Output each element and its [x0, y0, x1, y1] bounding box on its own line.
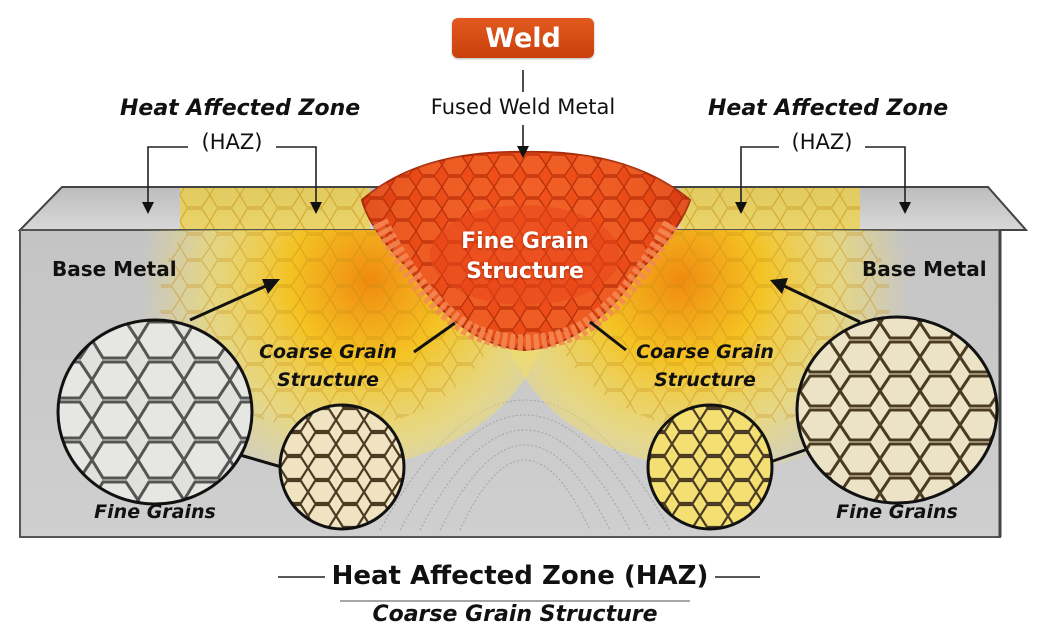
weld-badge: Weld	[452, 18, 594, 58]
footer-title: Heat Affected Zone (HAZ)	[331, 561, 709, 591]
base-metal-right-label: Base Metal	[862, 257, 987, 281]
fine-grains-left-label: Fine Grains	[94, 501, 216, 523]
fine-grains-right-label: Fine Grains	[836, 501, 958, 523]
coarse-grain-left-line1: Coarse Grain	[259, 341, 397, 363]
micrograph-right-base	[795, 315, 999, 505]
haz-right-abbr: (HAZ)	[791, 130, 853, 154]
micrograph-left-base	[56, 318, 254, 506]
micrograph-right-haz	[646, 403, 774, 531]
haz-right-title: Heat Affected Zone	[708, 96, 949, 121]
haz-left-abbr: (HAZ)	[201, 130, 263, 154]
haz-left-title: Heat Affected Zone	[120, 96, 361, 121]
base-metal-left-label: Base Metal	[52, 257, 177, 281]
fused-weld-metal-label: Fused Weld Metal	[430, 95, 616, 119]
coarse-grain-right-line2: Structure	[654, 369, 756, 391]
weld-fine-grain-line1: Fine Grain	[461, 229, 589, 254]
micrograph-left-haz	[278, 403, 406, 531]
weld-fine-grain-line2: Structure	[466, 259, 584, 284]
coarse-grain-left-line2: Structure	[277, 369, 379, 391]
coarse-grain-right-line1: Coarse Grain	[636, 341, 774, 363]
footer-subtitle: Coarse Grain Structure	[372, 602, 658, 627]
